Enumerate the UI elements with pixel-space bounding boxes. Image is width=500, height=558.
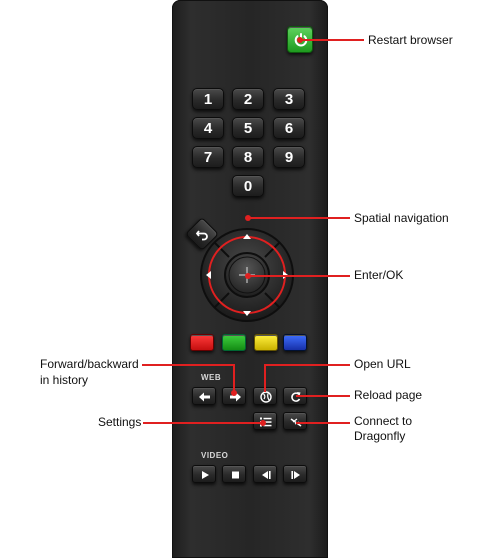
restart-callout-line <box>300 39 364 41</box>
fast-forward-icon <box>291 471 300 479</box>
settings-callout-dot <box>260 420 266 426</box>
history-callout-vline <box>233 364 235 392</box>
yellow-button[interactable] <box>254 334 278 351</box>
left-arrow-icon <box>206 271 211 279</box>
rewind-icon <box>262 471 271 479</box>
connect-to-dragonfly-label-line1: Connect to <box>354 414 413 428</box>
key-6[interactable]: 6 <box>273 117 305 139</box>
down-arrow-icon <box>243 311 251 316</box>
open-url-callout-line <box>264 364 350 366</box>
restart-browser-label: Restart browser <box>368 33 453 47</box>
open-url-callout-vline <box>264 364 266 392</box>
red-button[interactable] <box>190 334 214 351</box>
play-icon <box>202 471 209 479</box>
back-arrow-icon <box>195 230 208 241</box>
history-forward-button[interactable] <box>222 387 246 405</box>
enter-ok-label: Enter/OK <box>354 268 404 282</box>
connect-dragonfly-button[interactable] <box>283 412 307 430</box>
rewind-button[interactable] <box>253 465 277 483</box>
history-callout-line <box>142 364 235 366</box>
globe-icon <box>260 391 272 403</box>
key-9[interactable]: 9 <box>273 146 305 168</box>
dragonfly-callout-line <box>296 422 350 424</box>
history-back-button[interactable] <box>192 387 216 405</box>
play-button[interactable] <box>192 465 216 483</box>
reload-callout-line <box>296 395 350 397</box>
settings-label: Settings <box>98 415 142 429</box>
key-0[interactable]: 0 <box>232 175 264 197</box>
key-1[interactable]: 1 <box>192 88 224 110</box>
reload-page-button[interactable] <box>283 387 307 405</box>
spatial-callout-line <box>248 217 350 219</box>
enter-callout-dot <box>245 273 251 279</box>
key-5[interactable]: 5 <box>232 117 264 139</box>
green-button[interactable] <box>222 334 246 351</box>
open-url-button[interactable] <box>253 387 277 405</box>
stop-button[interactable] <box>222 465 246 483</box>
web-section-label: WEB <box>201 373 222 382</box>
open-url-label: Open URL <box>354 357 411 371</box>
fast-forward-button[interactable] <box>283 465 307 483</box>
left-arrow-icon <box>199 392 210 402</box>
video-section-label: VIDEO <box>201 451 229 460</box>
connect-to-dragonfly-label-line2: Dragonfly <box>354 429 406 443</box>
stop-icon <box>232 471 239 479</box>
enter-callout-line <box>248 275 350 277</box>
forward-backward-label-line1: Forward/backward <box>40 357 139 371</box>
reload-page-label: Reload page <box>354 388 423 402</box>
blue-button[interactable] <box>283 334 307 351</box>
reload-icon <box>291 392 301 402</box>
settings-callout-line <box>143 422 263 424</box>
history-callout-dot <box>231 390 237 396</box>
forward-backward-label-line2: in history <box>40 373 89 387</box>
spatial-callout-dot <box>245 215 251 221</box>
key-3[interactable]: 3 <box>273 88 305 110</box>
up-arrow-icon <box>243 234 251 239</box>
spatial-navigation-label: Spatial navigation <box>354 211 449 225</box>
back-button[interactable] <box>185 217 219 251</box>
key-8[interactable]: 8 <box>232 146 264 168</box>
restart-callout-dot <box>297 37 303 43</box>
right-arrow-icon <box>230 392 241 402</box>
key-7[interactable]: 7 <box>192 146 224 168</box>
key-2[interactable]: 2 <box>232 88 264 110</box>
key-4[interactable]: 4 <box>192 117 224 139</box>
